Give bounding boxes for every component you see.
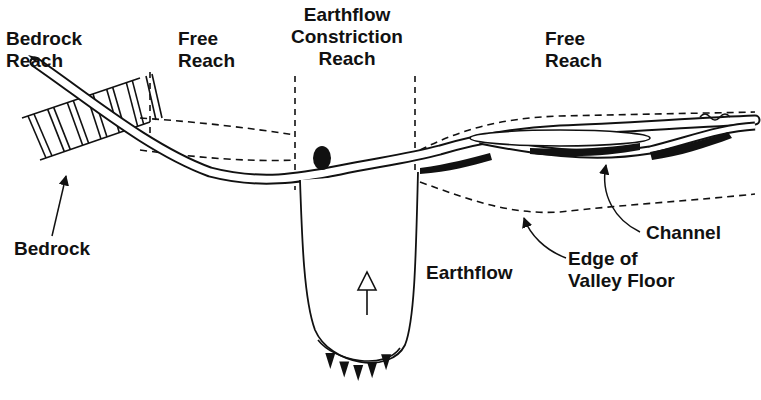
scarp-tooth (367, 362, 377, 378)
scarp-tooth (339, 362, 349, 378)
hatch-stroke (126, 83, 137, 127)
hatch-stroke (67, 103, 82, 146)
hatch-stroke (152, 74, 162, 118)
scarp-teeth (325, 353, 391, 381)
reach-name: Bedrock Reach (6, 28, 98, 72)
hatch-stroke (54, 107, 71, 149)
scarp-tooth (381, 354, 391, 370)
channel (28, 55, 755, 179)
feature-label: Earthflow (426, 262, 526, 284)
leader-line (52, 165, 640, 258)
feature-label: Edge of Valley Floor (568, 248, 686, 292)
reach-name: Earthflow Constriction Reach (272, 4, 422, 70)
bedrock-hatch (22, 74, 162, 160)
hatch-stroke (73, 101, 88, 144)
feature-label: Channel (646, 222, 736, 244)
scarp-tooth (325, 353, 335, 369)
hatch-stroke (34, 114, 52, 156)
reach-divider (150, 72, 415, 190)
reach-name: Free Reach (545, 28, 623, 72)
feature-label: Bedrock (14, 238, 104, 260)
hatch-stroke (48, 109, 65, 151)
scarp-tooth (353, 365, 363, 381)
earthflow-lobe (300, 172, 418, 363)
reach-name: Free Reach (178, 28, 256, 72)
